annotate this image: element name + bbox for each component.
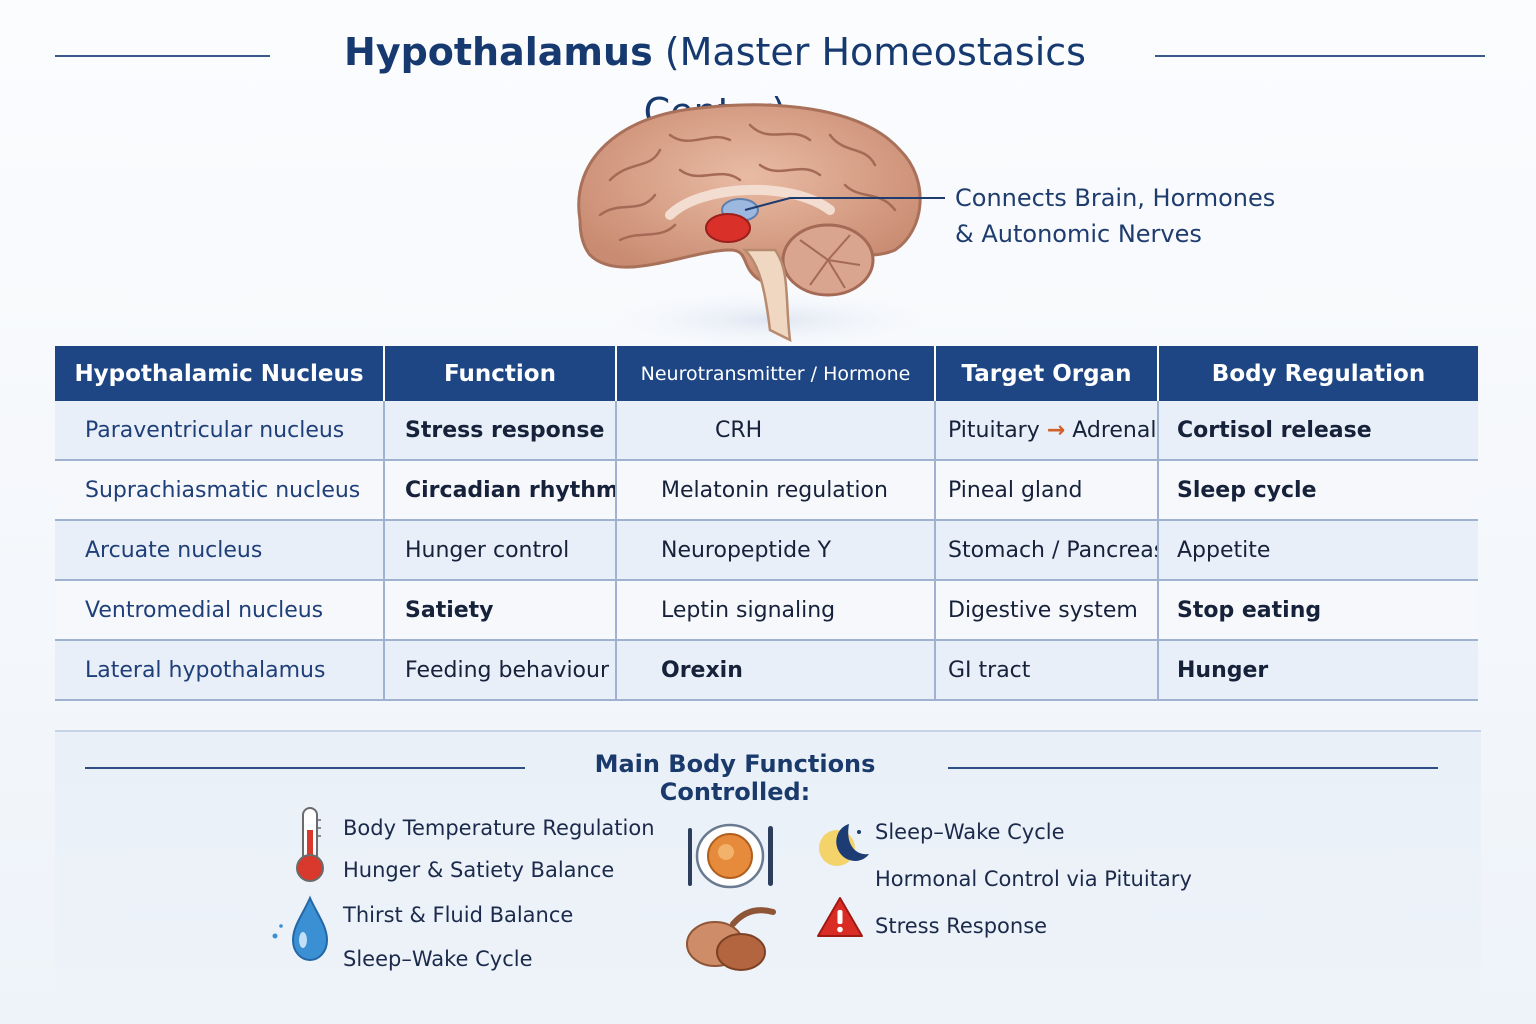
functions-title: Main Body Functions Controlled:: [594, 750, 876, 806]
water-drop-icon: [272, 895, 329, 962]
header-neurotransmitter: Neurotransmitter / Hormone: [616, 346, 936, 401]
table-row: Arcuate nucleus Hunger control Neuropept…: [55, 520, 1478, 581]
header-function: Function: [384, 346, 617, 401]
function-item: Stress Response: [875, 914, 1048, 938]
cell-target: Pituitary → Adrenal: [935, 401, 1159, 461]
brain-callout: Connects Brain, Hormones & Autonomic Ner…: [955, 180, 1315, 252]
cell-regulation: Stop eating: [1158, 580, 1478, 641]
cell-target: GI tract: [935, 640, 1159, 701]
warning-icon: [817, 897, 863, 937]
title-divider-left: [55, 55, 270, 57]
cell-function: Circadian rhythm: [384, 460, 617, 521]
function-item: Sleep–Wake Cycle: [875, 820, 1065, 844]
table-row: Ventromedial nucleus Satiety Leptin sign…: [55, 580, 1478, 641]
title-divider-right: [1155, 55, 1485, 57]
target-left: Pituitary: [948, 417, 1040, 443]
nucleus-table: Hypothalamic Nucleus Function Neurotrans…: [55, 346, 1478, 701]
function-item: Thirst & Fluid Balance: [343, 903, 574, 927]
cell-function: Stress response: [384, 401, 617, 461]
cell-target: Pineal gland: [935, 460, 1159, 521]
panel-divider-left: [85, 767, 525, 769]
cell-hormone: CRH: [616, 401, 936, 461]
cell-regulation: Cortisol release: [1158, 401, 1478, 461]
callout-line-2: & Autonomic Nerves: [955, 220, 1202, 248]
cell-nucleus: Ventromedial nucleus: [55, 580, 385, 641]
header-nucleus: Hypothalamic Nucleus: [55, 346, 385, 401]
table-row: Suprachiasmatic nucleus Circadian rhythm…: [55, 460, 1478, 521]
title-bold: Hypothalamus: [344, 30, 653, 74]
organ-icon: [686, 907, 776, 971]
functions-panel: Main Body Functions Controlled: Body Tem…: [55, 730, 1481, 998]
moon-icon: [819, 824, 869, 866]
cell-function: Satiety: [384, 580, 617, 641]
function-item: Hunger & Satiety Balance: [343, 858, 615, 882]
cell-regulation: Sleep cycle: [1158, 460, 1478, 521]
table-header-row: Hypothalamic Nucleus Function Neurotrans…: [55, 346, 1478, 401]
cell-nucleus: Lateral hypothalamus: [55, 640, 385, 701]
cell-target: Stomach / Pancreas: [935, 520, 1159, 581]
title-row: Hypothalamus (Master Homeostasics Center…: [0, 22, 1536, 134]
function-item: Sleep–Wake Cycle: [343, 947, 533, 971]
cell-hormone: Neuropeptide Y: [616, 520, 936, 581]
callout-line-1: Connects Brain, Hormones: [955, 184, 1276, 212]
cell-regulation: Appetite: [1158, 520, 1478, 581]
cell-target: Digestive system: [935, 580, 1159, 641]
cell-hormone: Orexin: [616, 640, 936, 701]
cell-function: Hunger control: [384, 520, 617, 581]
arrow-right-icon: →: [1046, 417, 1066, 443]
plate-icon: [688, 823, 773, 889]
table-row: Paraventricular nucleus Stress response …: [55, 401, 1478, 461]
thermometer-icon: [296, 807, 324, 882]
cell-nucleus: Arcuate nucleus: [55, 520, 385, 581]
brain-illustration: [577, 103, 945, 350]
cell-nucleus: Suprachiasmatic nucleus: [55, 460, 385, 521]
header-target-organ: Target Organ: [935, 346, 1159, 401]
function-item: Hormonal Control via Pituitary: [875, 867, 1192, 891]
page-title: Hypothalamus (Master Homeostasics Center…: [285, 22, 1145, 142]
header-body-regulation: Body Regulation: [1158, 346, 1478, 401]
target-right: Adrenal: [1072, 417, 1157, 443]
cell-hormone: Leptin signaling: [616, 580, 936, 641]
cell-nucleus: Paraventricular nucleus: [55, 401, 385, 461]
panel-divider-right: [948, 767, 1438, 769]
function-item: Body Temperature Regulation: [343, 816, 655, 840]
cell-function: Feeding behaviour: [384, 640, 617, 701]
cell-hormone: Melatonin regulation: [616, 460, 936, 521]
cell-regulation: Hunger: [1158, 640, 1478, 701]
table-row: Lateral hypothalamus Feeding behaviour O…: [55, 640, 1478, 701]
